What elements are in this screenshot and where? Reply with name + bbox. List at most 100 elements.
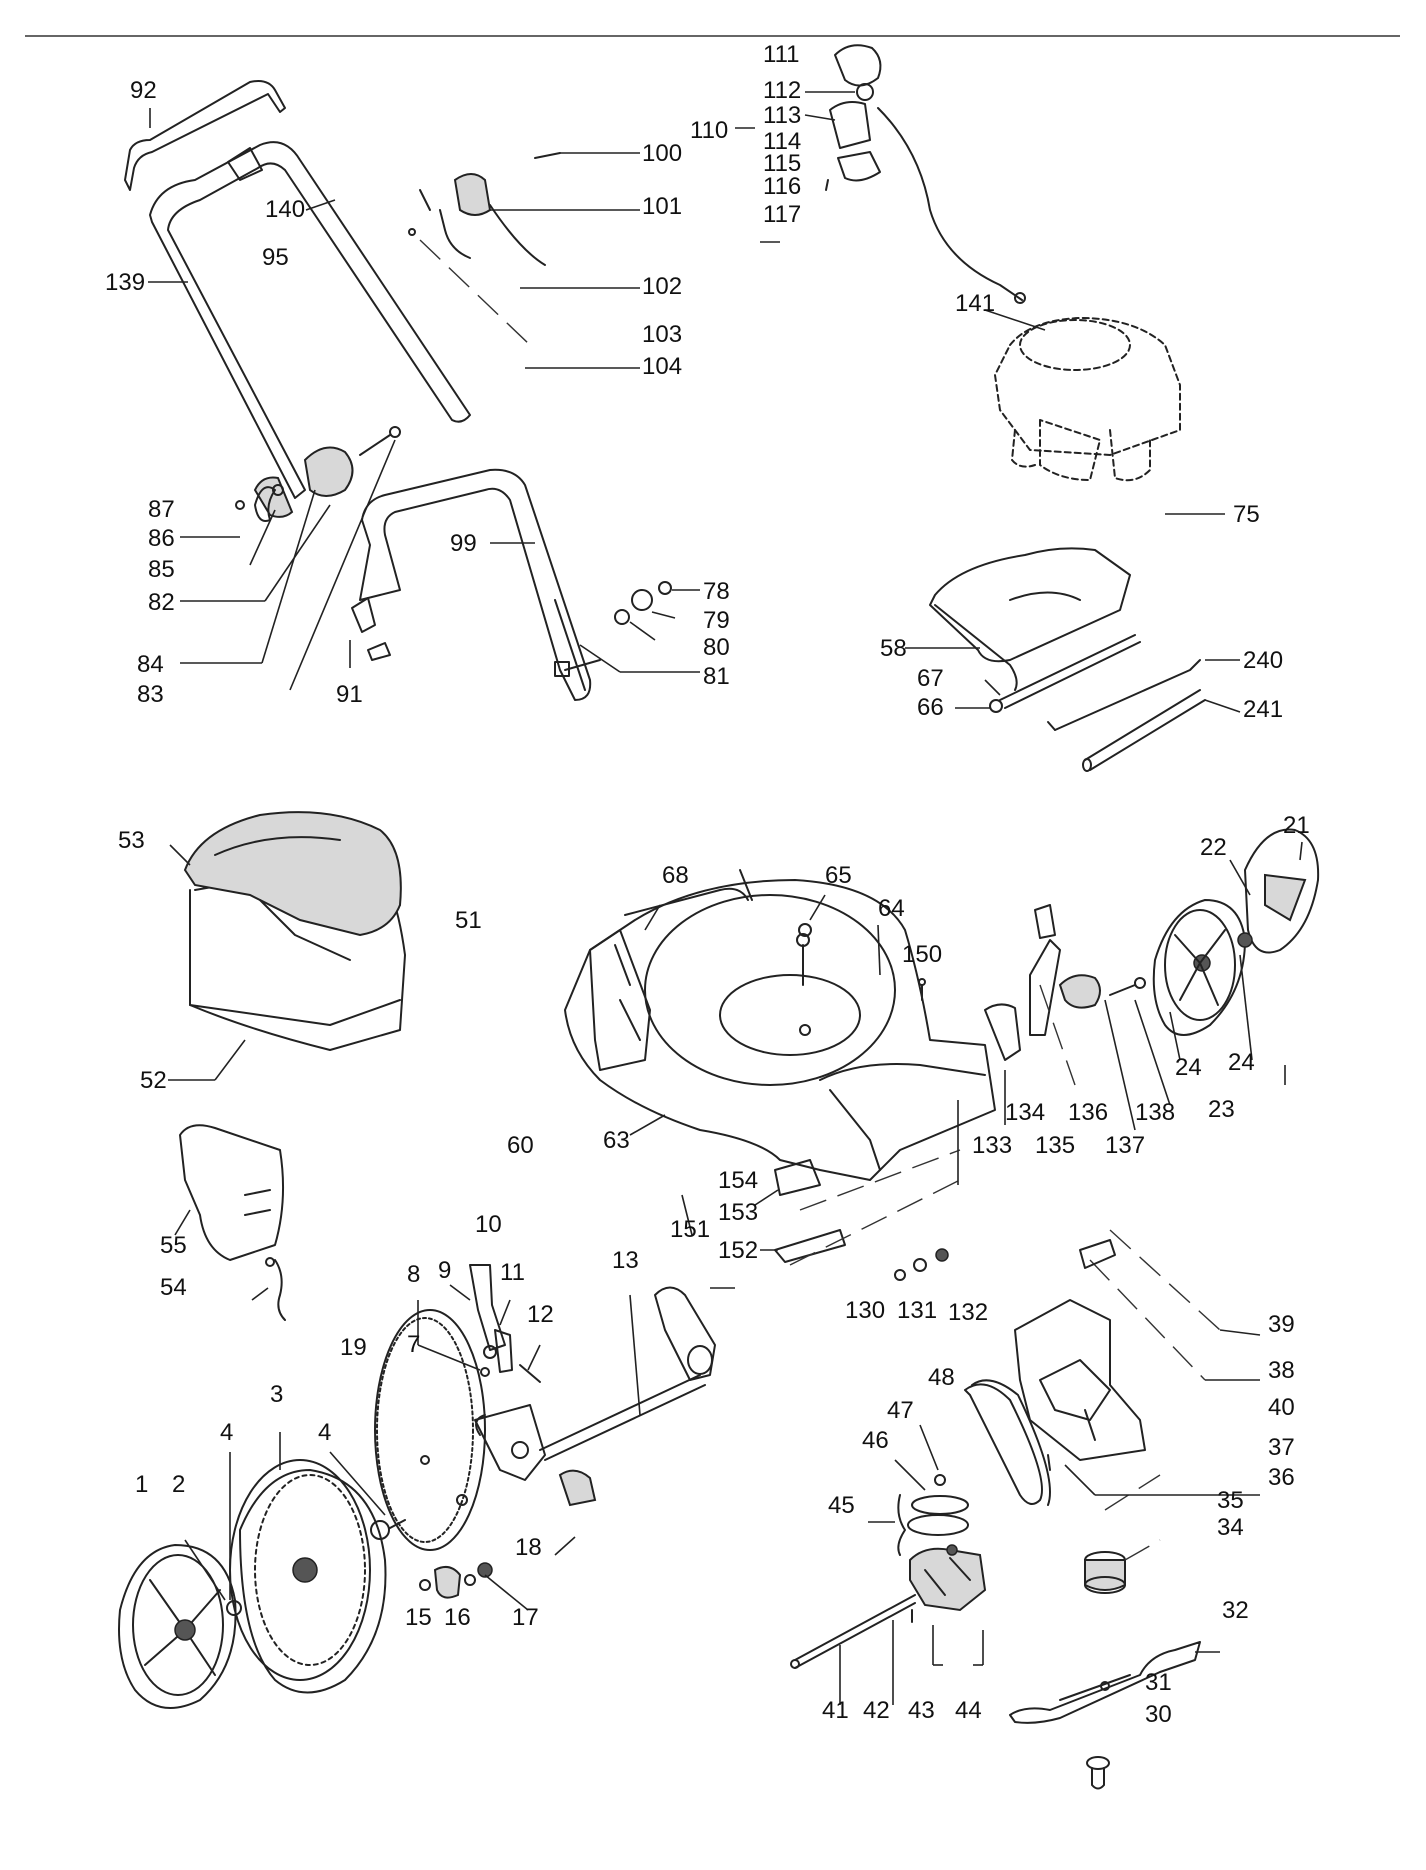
leader-22 [1229,859,1251,896]
callout-101: 101 [642,193,682,220]
dash-39 [1109,1229,1221,1331]
leader-65 [809,894,826,921]
callout-64: 64 [878,895,905,922]
handle-bolt-set [554,581,672,677]
front-hubcap [118,1544,237,1709]
callout-47: 47 [887,1397,914,1424]
callout-138: 138 [1135,1099,1175,1126]
callout-130: 130 [845,1297,885,1324]
callout-58: 58 [880,635,907,662]
callout-24b: 24 [1228,1049,1255,1076]
leader-82b [264,504,331,602]
gearbox-bracket [474,1404,546,1481]
callout-44: 44 [955,1697,982,1724]
drive-axle-13 [539,1374,706,1461]
callout-79: 79 [703,607,730,634]
leader-81 [579,644,621,673]
leader-13 [629,1294,641,1416]
callout-134: 134 [1005,1099,1045,1126]
engine [994,317,1181,482]
callout-51: 51 [455,907,482,934]
handle-bail-bar [124,80,286,191]
callout-37: 37 [1268,1434,1295,1461]
callout-151: 151 [670,1216,710,1243]
callout-133: 133 [972,1132,1012,1159]
callout-92: 92 [130,77,157,104]
leader-46 [894,1459,926,1491]
callout-135: 135 [1035,1132,1075,1159]
callout-241: 241 [1243,696,1283,723]
callout-141: 141 [955,290,995,317]
deck-skirt-151 [774,1159,821,1196]
lower-handle [359,468,592,701]
drive-shaft-41 [790,1594,916,1669]
leader-11 [499,1299,511,1326]
height-link-134 [1029,904,1061,1036]
dash-rear-axle [1039,984,1076,1086]
leader-52b [214,1039,246,1081]
control-lever [825,44,882,191]
callout-80: 80 [703,634,730,661]
leader-12 [527,1344,541,1371]
callout-53: 53 [118,827,145,854]
callout-30: 30 [1145,1701,1172,1728]
leader-24b [1169,1011,1181,1061]
gearbox [909,1544,987,1612]
leader-9 [449,1284,471,1301]
callout-8: 8 [407,1261,420,1288]
callout-2: 2 [172,1471,185,1498]
leader-63 [629,1114,666,1136]
blade-bolt-30-31 [1086,1756,1110,1790]
callout-139: 139 [105,269,145,296]
speed-control-10-11 [469,1264,541,1383]
leader-80 [629,621,656,641]
callout-labels: 111 112 113 110 114 115 116 117 92 100 1… [105,41,1310,1728]
dash-38b [1089,1259,1206,1381]
leader-67 [984,679,1001,696]
leader-17 [484,1574,529,1611]
callout-55: 55 [160,1232,187,1259]
callout-36: 36 [1268,1464,1295,1491]
leader-141 [984,309,1046,331]
callout-85: 85 [148,556,175,583]
drive-gear [370,1519,406,1540]
callout-38: 38 [1268,1357,1295,1384]
callout-63: 63 [603,1127,630,1154]
callout-68: 68 [662,862,689,889]
callout-16: 16 [444,1604,471,1631]
leader-18 [554,1536,576,1556]
leader-47 [919,1424,939,1471]
cable-clip-101 [408,173,546,266]
deck-bolt-65 [796,933,810,986]
callout-21: 21 [1283,812,1310,839]
callout-84: 84 [137,651,164,678]
drive-belt [964,1379,1051,1506]
callout-23: 23 [1208,1096,1235,1123]
rod-tube-241 [1082,689,1206,772]
washer-47 [934,1474,946,1486]
handle-spring-small [235,484,284,522]
callout-110: 110 [690,117,728,144]
callout-86: 86 [148,525,175,552]
gearbox-clip-18 [558,1469,597,1507]
callout-11: 11 [500,1259,525,1286]
pulley-46 [907,1495,969,1536]
callout-24a: 24 [1175,1054,1202,1081]
callout-116: 116 [763,173,801,200]
callout-4b: 4 [318,1419,331,1446]
spring-45 [897,1494,906,1556]
plug-spring [265,1257,286,1321]
callout-66: 66 [917,694,944,721]
leader-8b [417,1344,481,1371]
throttle-cable [877,107,1026,304]
leader-24a [1239,954,1253,1061]
leader-153 [754,1189,779,1206]
wheel-hub-assy [1058,974,1146,1009]
mulch-plug [179,1124,285,1261]
flap-rod [989,634,1141,713]
callout-81: 81 [703,663,730,690]
callout-3: 3 [270,1381,283,1408]
leader-84b [261,489,316,664]
dash-deck-152 [789,1179,961,1266]
